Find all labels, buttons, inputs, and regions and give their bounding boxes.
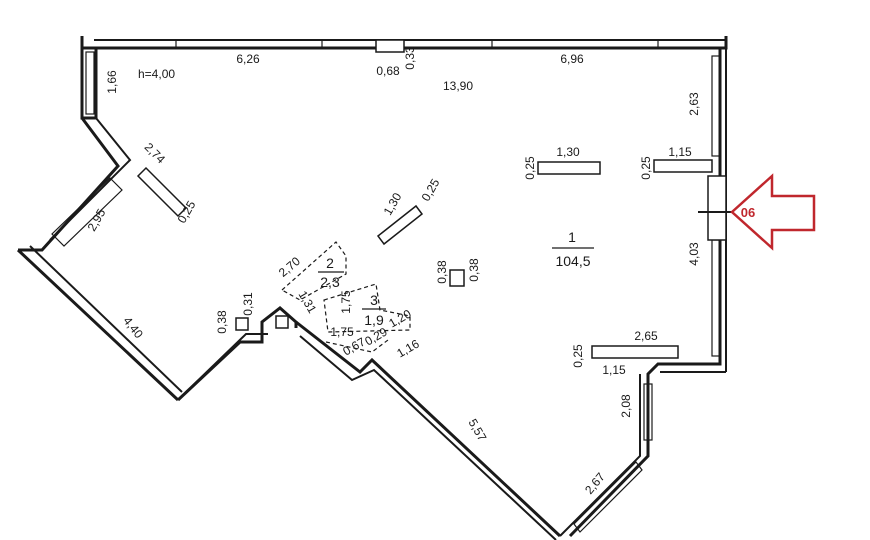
window-right-lower — [643, 383, 653, 441]
dim-2-63: 2,63 — [687, 92, 701, 116]
partitions — [136, 39, 713, 359]
left-diagonal-inner — [49, 117, 132, 241]
room-2-area: 2,3 — [320, 274, 340, 290]
dim-1-15-a: 1,15 — [668, 145, 692, 159]
dim-1-15-b: 1,15 — [602, 363, 626, 377]
window-right-upper — [711, 55, 721, 157]
room-2-number: 2 — [326, 255, 334, 271]
entrance-arrow-shape — [730, 173, 816, 251]
partition-1-30a — [537, 161, 601, 175]
window-top-2 — [491, 39, 659, 49]
dim-0-25-b: 0,25 — [523, 156, 537, 180]
dim-0-68: 0,68 — [376, 64, 400, 78]
dim-0-25-d: 0,25 — [419, 176, 443, 204]
window-bottom-right — [573, 461, 643, 533]
entrance-arrow: 06 — [730, 173, 816, 251]
left-lower-wall — [16, 248, 180, 402]
dim-0-38-c: 0,38 — [215, 310, 229, 334]
dim-1-31: 1,31 — [296, 288, 320, 316]
dim-2-65: 2,65 — [634, 329, 658, 343]
right-lower-inner — [559, 374, 641, 537]
dim-0-38-a: 0,38 — [435, 260, 449, 284]
dim-0-29: 0,29 — [362, 324, 390, 348]
dim-0-31: 0,31 — [241, 292, 255, 316]
room-3-number: 3 — [370, 292, 378, 308]
dim-1-75-a: 1,75 — [339, 290, 353, 314]
notch-wall-inner — [185, 333, 268, 393]
dim-13-90: 13,90 — [443, 79, 473, 93]
column-center — [449, 269, 465, 287]
dim-2-08: 2,08 — [619, 394, 633, 418]
left-upper-wall — [80, 48, 98, 120]
room-2-outline — [280, 241, 347, 301]
bottom-diagonal-inner — [299, 335, 557, 540]
left-lower-wall-inner — [29, 245, 183, 393]
column-notch — [275, 315, 289, 329]
dim-0-38-b: 0,38 — [467, 258, 481, 282]
partition-2-74 — [136, 166, 188, 218]
dim-6-96: 6,96 — [560, 52, 584, 66]
room-1-area: 104,5 — [555, 253, 590, 269]
window-top-1 — [175, 39, 323, 49]
dim-0-25-c: 0,25 — [639, 156, 653, 180]
partition-2-65 — [591, 345, 679, 359]
column-left — [235, 317, 249, 331]
dim-1-66: 1,66 — [105, 70, 119, 94]
room-1-number: 1 — [568, 229, 576, 245]
partition-1-30b — [376, 204, 424, 246]
dim-0-25-e: 0,25 — [571, 344, 585, 368]
room-3-area: 1,9 — [364, 312, 384, 328]
top-wall — [80, 36, 728, 50]
dimension-labels: 6,26 0,68 0,33 6,96 13,90 1,66 h=4,00 2,… — [85, 46, 701, 497]
dim-1-30-b: 1,30 — [381, 190, 405, 218]
dim-2-70: 2,70 — [276, 254, 303, 280]
dim-5-57: 5,57 — [466, 416, 490, 444]
dim-1-75-b: 1,75 — [330, 325, 354, 339]
partition-1-15a — [653, 159, 713, 173]
dim-6-26: 6,26 — [236, 52, 260, 66]
dim-1-30-a: 1,30 — [556, 145, 580, 159]
height-label: h=4,00 — [138, 67, 175, 81]
dim-2-74: 2,74 — [142, 140, 169, 167]
entrance-label: 06 — [741, 205, 755, 220]
window-left-upper — [85, 51, 95, 115]
dim-0-33: 0,33 — [403, 46, 417, 70]
right-wall — [568, 48, 722, 538]
outer-walls — [16, 36, 736, 540]
dim-4-03: 4,03 — [687, 242, 701, 266]
dim-1-16: 1,16 — [394, 336, 422, 360]
entrance-door — [707, 175, 727, 241]
column-top — [375, 39, 405, 53]
bottom-diagonal-wall — [295, 320, 562, 538]
dim-2-95: 2,95 — [85, 206, 109, 234]
left-diagonal-wall — [18, 117, 120, 252]
room-3-lower-outline — [325, 339, 389, 353]
room-labels: 1 104,5 2 2,3 3 1,9 — [318, 229, 594, 328]
window-left-diagonal — [51, 177, 123, 247]
